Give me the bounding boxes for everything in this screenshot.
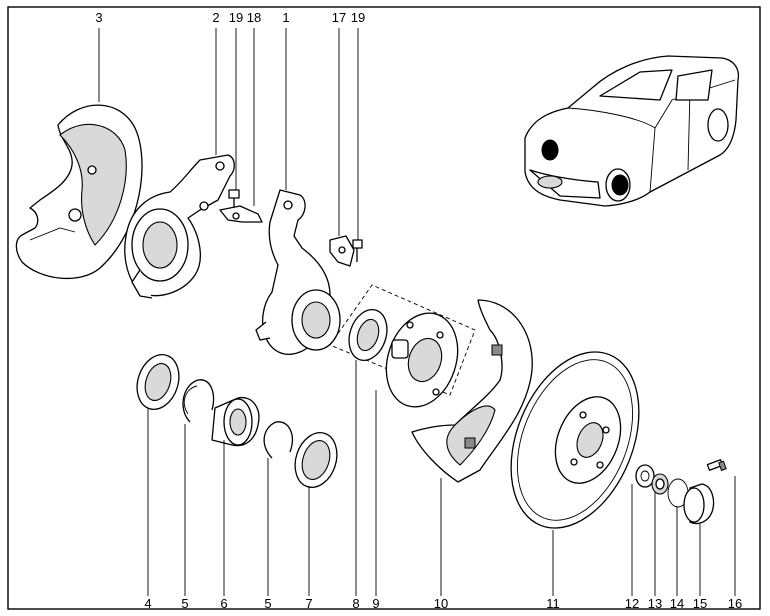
part-17-bracket — [329, 235, 355, 267]
part-15-cap — [683, 483, 715, 525]
callout-18: 18 — [247, 10, 261, 25]
callout-12: 12 — [625, 596, 639, 611]
callouts-bottom: 4 5 6 5 7 8 9 10 11 12 13 14 15 16 — [144, 596, 742, 611]
part-13-nut — [651, 473, 669, 495]
callout-10: 10 — [434, 596, 448, 611]
callout-1: 1 — [282, 10, 289, 25]
callout-17: 17 — [332, 10, 346, 25]
part-8-seal — [348, 309, 388, 361]
part-11-brake-disc — [510, 351, 640, 529]
part-3-backing-plate — [15, 104, 143, 280]
callout-7: 7 — [305, 596, 312, 611]
callout-15: 15 — [693, 596, 707, 611]
part-10-dust-shield — [411, 299, 533, 483]
callout-3: 3 — [95, 10, 102, 25]
callout-14: 14 — [670, 596, 684, 611]
part-2-knuckle — [124, 154, 235, 299]
callout-16: 16 — [728, 596, 742, 611]
callout-2: 2 — [212, 10, 219, 25]
part-19-bolt-right — [352, 239, 363, 262]
callout-19-left: 19 — [229, 10, 243, 25]
callout-9: 9 — [372, 596, 379, 611]
part-5-circlip-right — [263, 421, 293, 459]
leader-lines — [98, 28, 736, 596]
callout-13: 13 — [648, 596, 662, 611]
part-1-knuckle — [255, 189, 341, 355]
part-5-circlip-left — [182, 379, 215, 423]
group-9-outline — [329, 284, 476, 396]
vehicle-locator-illustration — [524, 55, 740, 207]
callout-5-left: 5 — [181, 596, 188, 611]
callouts-top: 3 2 19 18 1 17 19 — [95, 10, 365, 25]
part-9-hub — [385, 312, 459, 408]
callout-19-right: 19 — [351, 10, 365, 25]
callout-11: 11 — [546, 596, 560, 611]
part-7-seal — [294, 432, 338, 488]
callout-8: 8 — [352, 596, 359, 611]
part-6-bearing — [211, 396, 260, 447]
callout-6: 6 — [220, 596, 227, 611]
callout-4: 4 — [144, 596, 151, 611]
callout-5-right: 5 — [264, 596, 271, 611]
part-4-seal — [136, 354, 180, 410]
part-16-stud — [706, 459, 727, 472]
part-12-washer — [635, 464, 655, 488]
part-18-bracket — [219, 205, 263, 223]
